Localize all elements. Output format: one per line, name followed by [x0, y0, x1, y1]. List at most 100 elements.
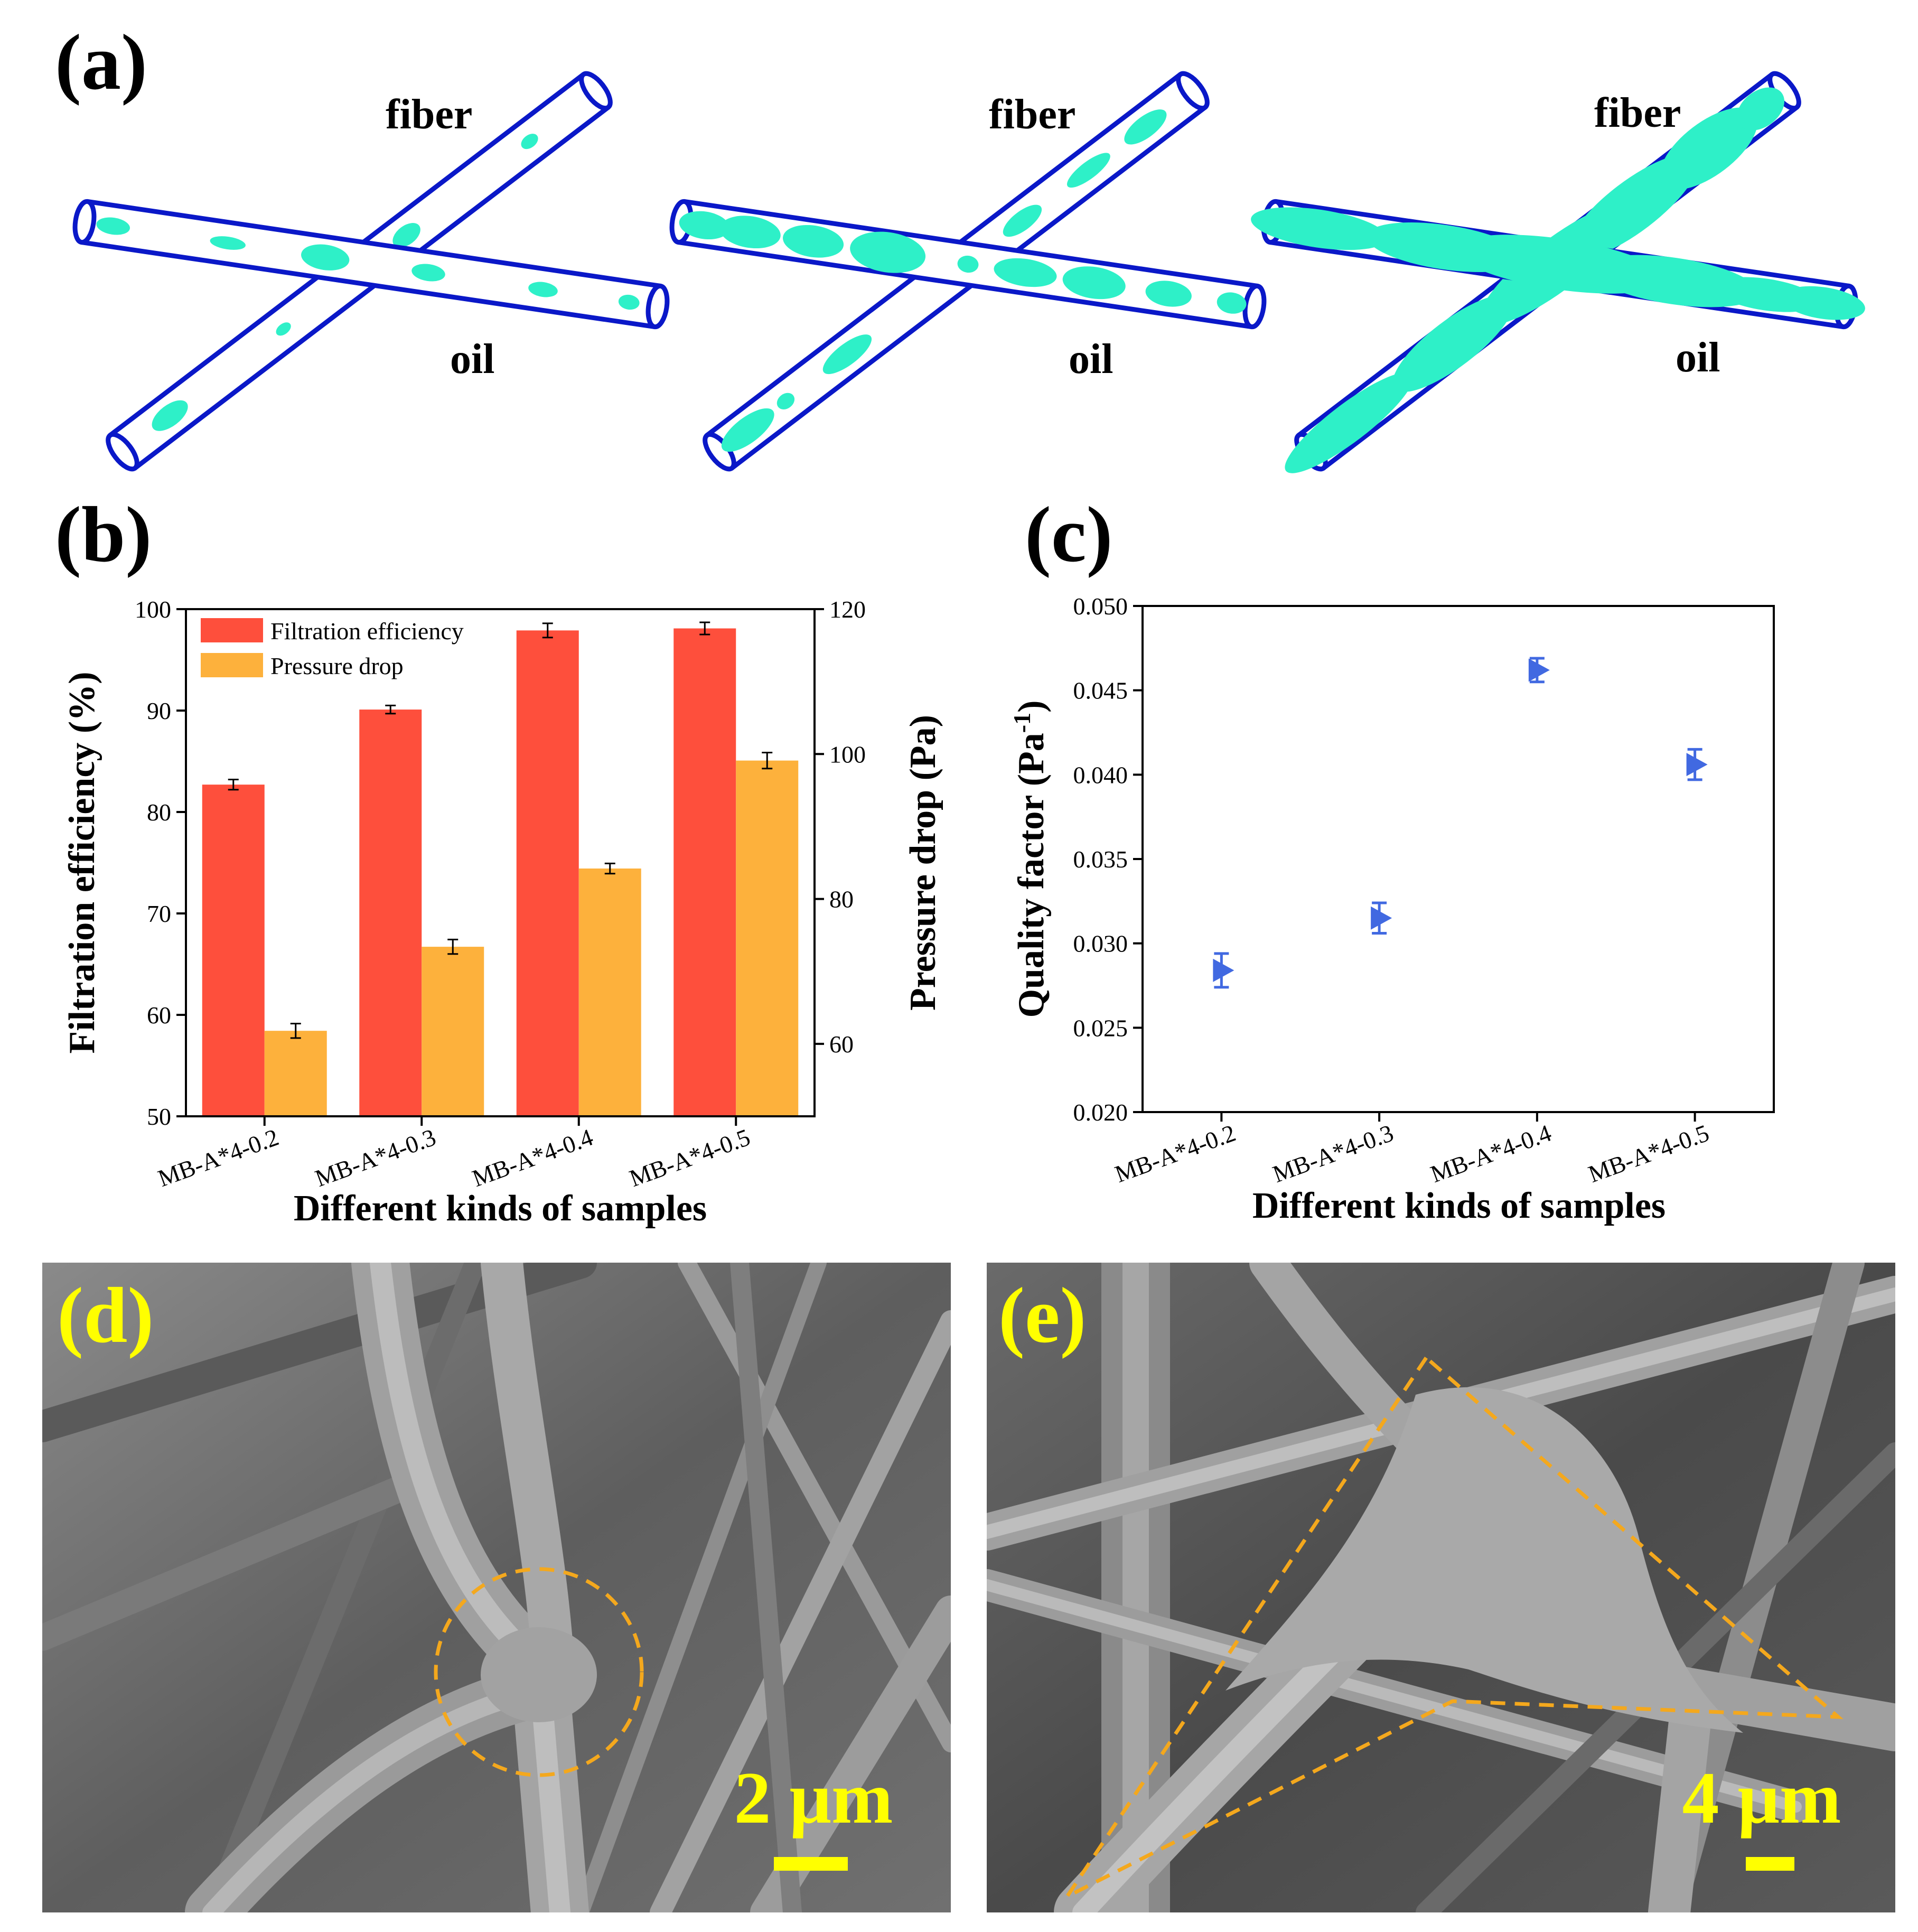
- oil-droplet-horizontal-5: [618, 294, 640, 310]
- fiber-label-2: fiber: [989, 91, 1075, 138]
- panel-b-bars: [202, 621, 799, 1116]
- oil-droplet-horizontal-7: [1145, 281, 1192, 307]
- panel-c-axes-frame: [1142, 605, 1775, 1113]
- y-tick-label-0: 0.020: [1073, 1099, 1128, 1126]
- oil-droplet-diagonal-1: [276, 322, 291, 336]
- oil-droplet-diagonal-6: [1124, 109, 1167, 145]
- panel-b-xlabel: Different kinds of samples: [294, 1188, 707, 1229]
- oil-droplet-horizontal-0: [679, 211, 730, 240]
- oil-droplet-diagonal-2: [392, 223, 420, 248]
- panel-c-ylabel-end: ): [1011, 701, 1052, 713]
- panel-e-scale-bar: [1746, 1857, 1794, 1871]
- oil-web-highlight-triangle: [1061, 1355, 1844, 1902]
- y-tick-label-4: 0.040: [1073, 761, 1128, 788]
- panel-e-label: (e): [998, 1272, 1086, 1359]
- oil-web-film: [1225, 1387, 1743, 1733]
- y-tick-label-0: 50: [147, 1103, 171, 1130]
- y2-tick-label-2: 100: [829, 741, 866, 768]
- bar-pressure-1: [422, 947, 484, 1116]
- oil-droplet-horizontal-4: [528, 282, 558, 297]
- panel-e-scale-text: 4 μm: [1682, 1757, 1841, 1839]
- oil-droplet-diagonal-5: [1066, 153, 1110, 188]
- x-tick-label-2: MB-A*4-0.4: [1427, 1119, 1555, 1188]
- bar-pressure-3: [736, 760, 799, 1116]
- panel-c-ylabel: Quality factor (Pa-1): [1008, 701, 1052, 1018]
- oil-droplet-horizontal-4: [957, 255, 979, 273]
- oil-droplet-diagonal-5: [1737, 87, 1784, 130]
- x-tick-label-0: MB-A*4-0.2: [1111, 1119, 1239, 1188]
- oil-droplet-diagonal-0: [152, 400, 188, 431]
- y-tick-label-5: 100: [135, 596, 171, 623]
- diagonal-fiber-tube-end: [106, 432, 139, 472]
- panel-b-ylabel: Filtration efficiency (%): [62, 671, 102, 1053]
- y2-tick-label-1: 80: [829, 886, 854, 913]
- legend-swatch-pressure: [201, 653, 263, 677]
- panel-c-points: [1213, 657, 1708, 989]
- oil-droplet-horizontal-8: [1217, 292, 1247, 314]
- y2-tick-label-3: 120: [829, 596, 866, 623]
- panel-b-legend: Filtration efficiency Pressure drop: [201, 618, 464, 679]
- bar-filtration-2: [516, 630, 579, 1116]
- panel-b-axes-frame: [185, 608, 816, 1117]
- oil-droplet-horizontal-2: [301, 244, 350, 270]
- y-tick-label-6: 0.050: [1073, 593, 1128, 620]
- oil-droplet-horizontal-5: [1781, 286, 1865, 320]
- y-tick-label-3: 80: [147, 799, 171, 826]
- oil-droplet-highlight-circle: [434, 1567, 644, 1777]
- x-tick-label-1: MB-A*4-0.3: [1269, 1119, 1397, 1188]
- oil-droplet-diagonal-2: [822, 334, 872, 375]
- panel-e-sem-image: (e) 4 μm: [987, 1263, 1895, 1912]
- bar-filtration-1: [359, 710, 422, 1116]
- panel-d-sem-image: (d) 2 μm: [42, 1263, 951, 1912]
- oil-droplet-diagonal-3: [521, 134, 538, 150]
- y-tick-label-2: 0.030: [1073, 930, 1128, 957]
- panel-a-schematic: (a) fiber oil fiber oil fiber oil: [55, 18, 1865, 473]
- data-point-2: [1528, 658, 1550, 682]
- y2-tick-label-0: 60: [829, 1031, 854, 1058]
- oil-label-2: oil: [1069, 336, 1113, 382]
- legend-label-filtration: Filtration efficiency: [270, 618, 464, 645]
- panel-c-ylabel-main: Quality factor (Pa: [1011, 733, 1052, 1018]
- panel-c-axis-ticks: 0.020 0.025 0.030 0.035 0.040 0.045 0.050MB-A*…: [1073, 593, 1713, 1188]
- oil-droplet-horizontal-3: [411, 264, 445, 282]
- fiber-crossing-sparse: [72, 71, 670, 472]
- y-tick-label-1: 0.025: [1073, 1014, 1128, 1041]
- fiber-crossing-medium: [669, 71, 1267, 472]
- data-point-0: [1213, 958, 1234, 982]
- panel-a-label: (a): [55, 18, 147, 106]
- x-tick-label-0: MB-A*4-0.2: [154, 1123, 282, 1192]
- panel-d-scale-text: 2 μm: [734, 1757, 893, 1839]
- y-tick-label-1: 60: [147, 1002, 171, 1029]
- oil-droplet-horizontal-3: [850, 231, 926, 273]
- panel-c-xlabel: Different kinds of samples: [1252, 1186, 1666, 1226]
- legend-label-pressure: Pressure drop: [270, 652, 404, 679]
- oil-droplet-diagonal-0: [721, 408, 774, 452]
- horizontal-fiber-tube-end: [645, 283, 670, 330]
- oil-droplet-horizontal-6: [1062, 266, 1126, 300]
- horizontal-fiber-tube: [79, 199, 663, 330]
- y-tick-label-4: 90: [147, 697, 171, 724]
- oil-droplet-horizontal-1: [210, 236, 246, 250]
- fiber-label-3: fiber: [1594, 90, 1681, 136]
- oil-label-1: oil: [450, 336, 494, 382]
- oil-droplet-diagonal-4: [1660, 107, 1758, 190]
- x-tick-label-1: MB-A*4-0.3: [312, 1123, 439, 1192]
- x-tick-label-3: MB-A*4-0.5: [1585, 1119, 1713, 1188]
- panel-c-label: (c): [1025, 491, 1112, 578]
- fiber-crossing-dense: [1251, 71, 1865, 473]
- y-tick-label-5: 0.045: [1073, 677, 1128, 704]
- diagonal-fiber-tube-end: [579, 71, 613, 111]
- y-tick-label-2: 70: [147, 900, 171, 927]
- x-tick-label-2: MB-A*4-0.4: [469, 1123, 596, 1192]
- oil-droplet-diagonal-1: [776, 393, 795, 409]
- y-tick-label-3: 0.035: [1073, 846, 1128, 873]
- oil-label-3: oil: [1676, 334, 1720, 381]
- legend-swatch-filtration: [201, 618, 263, 642]
- oil-droplet-horizontal-5: [994, 258, 1057, 287]
- oil-droplet-horizontal-0: [1251, 207, 1387, 250]
- panel-b-ylabel2: Pressure drop (Pa): [903, 715, 943, 1011]
- panel-c-chart: (c) 0.020 0.025 0.030 0.035 0.040 0.045 0.050M…: [1008, 491, 1775, 1226]
- bar-pressure-2: [578, 868, 641, 1116]
